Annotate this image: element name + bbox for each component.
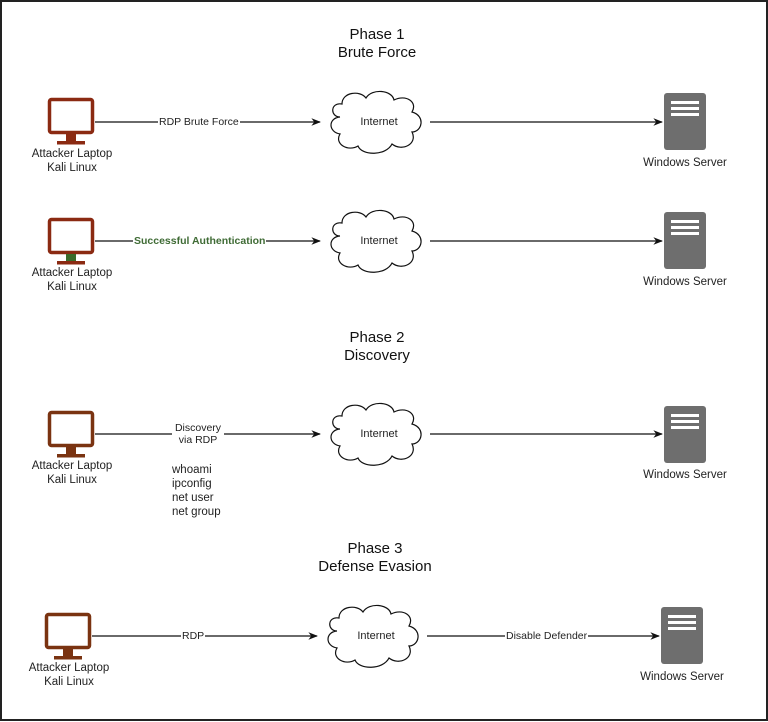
attacker-laptop-label: Attacker Laptop Kali Linux xyxy=(19,662,119,689)
edge-label-disable-defender: Disable Defender xyxy=(505,630,589,642)
edge-label-discovery-via-rdp: Discovery via RDP xyxy=(172,422,224,446)
internet-label: Internet xyxy=(357,630,395,642)
discovery-commands-list: whoami ipconfig net user net group xyxy=(172,463,221,519)
phase-3-title: Phase 3 Defense Evasion xyxy=(255,540,495,576)
internet-label: Internet xyxy=(360,116,398,128)
command-item: ipconfig xyxy=(172,478,212,490)
edge-label-rdp-brute-force: RDP Brute Force xyxy=(158,116,240,128)
phase-2-name: Discovery xyxy=(344,347,410,364)
edge-label-rdp: RDP xyxy=(181,630,206,642)
attacker-name: Attacker Laptop xyxy=(31,460,113,472)
phase-1-number: Phase 1 xyxy=(349,26,405,43)
attacker-laptop-label: Attacker Laptop Kali Linux xyxy=(22,267,122,294)
attacker-name: Attacker Laptop xyxy=(31,267,113,279)
command-item: whoami xyxy=(172,464,212,476)
server-icon xyxy=(664,406,706,463)
attacker-laptop-label: Attacker Laptop Kali Linux xyxy=(22,148,122,175)
windows-server-label: Windows Server xyxy=(643,469,727,481)
server-icon xyxy=(661,607,703,664)
attacker-os: Kali Linux xyxy=(47,161,97,174)
phase-3-number: Phase 3 xyxy=(347,540,403,557)
windows-server-label: Windows Server xyxy=(640,671,724,683)
edge-label-line1: Discovery xyxy=(174,422,222,434)
internet-label: Internet xyxy=(360,235,398,247)
server-icon xyxy=(664,93,706,150)
edge-label-successful-authentication: Successful Authentication xyxy=(133,235,267,247)
attacker-name: Attacker Laptop xyxy=(28,662,110,674)
attacker-os: Kali Linux xyxy=(47,473,97,486)
phase-2-number: Phase 2 xyxy=(349,329,405,346)
attacker-laptop-label: Attacker Laptop Kali Linux xyxy=(22,460,122,487)
monitor-icon xyxy=(47,410,95,458)
row-3 xyxy=(47,402,706,466)
internet-label: Internet xyxy=(360,428,398,440)
command-item: net user xyxy=(172,492,214,504)
attacker-os: Kali Linux xyxy=(47,280,97,293)
monitor-icon xyxy=(47,217,95,265)
attacker-name: Attacker Laptop xyxy=(31,148,113,160)
phase-3-name: Defense Evasion xyxy=(318,558,432,575)
server-icon xyxy=(664,212,706,269)
windows-server-label: Windows Server xyxy=(643,157,727,169)
phase-1-title: Phase 1 Brute Force xyxy=(257,26,497,62)
windows-server-label: Windows Server xyxy=(643,276,727,288)
phase-2-title: Phase 2 Discovery xyxy=(257,329,497,365)
attacker-os: Kali Linux xyxy=(44,675,94,688)
phase-1-name: Brute Force xyxy=(337,44,417,61)
command-item: net group xyxy=(172,506,221,518)
monitor-icon xyxy=(47,97,95,145)
edge-label-line2: via RDP xyxy=(178,434,218,446)
monitor-icon xyxy=(44,612,92,660)
